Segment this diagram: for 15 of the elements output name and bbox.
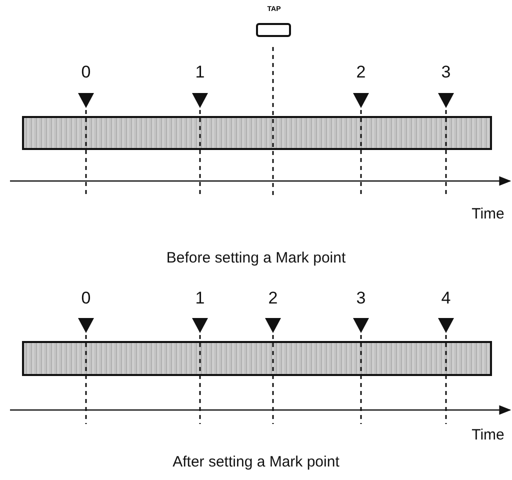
mark-number: 4 [441,290,451,306]
mark-number: 2 [268,290,278,306]
caption: After setting a Mark point [172,454,340,470]
mark-number: 3 [356,290,366,306]
mark-number: 0 [81,64,91,80]
caption: Before setting a Mark point [166,250,346,266]
mark-number: 3 [441,64,451,80]
mark-number: 1 [195,64,205,80]
mark-number: 2 [356,64,366,80]
axis-label: Time [472,206,504,222]
mark-number: 0 [81,290,91,306]
mark-number: 1 [195,290,205,306]
timeline-bar [22,116,492,150]
axis-label: Time [472,428,504,442]
timeline-bar [22,341,492,376]
